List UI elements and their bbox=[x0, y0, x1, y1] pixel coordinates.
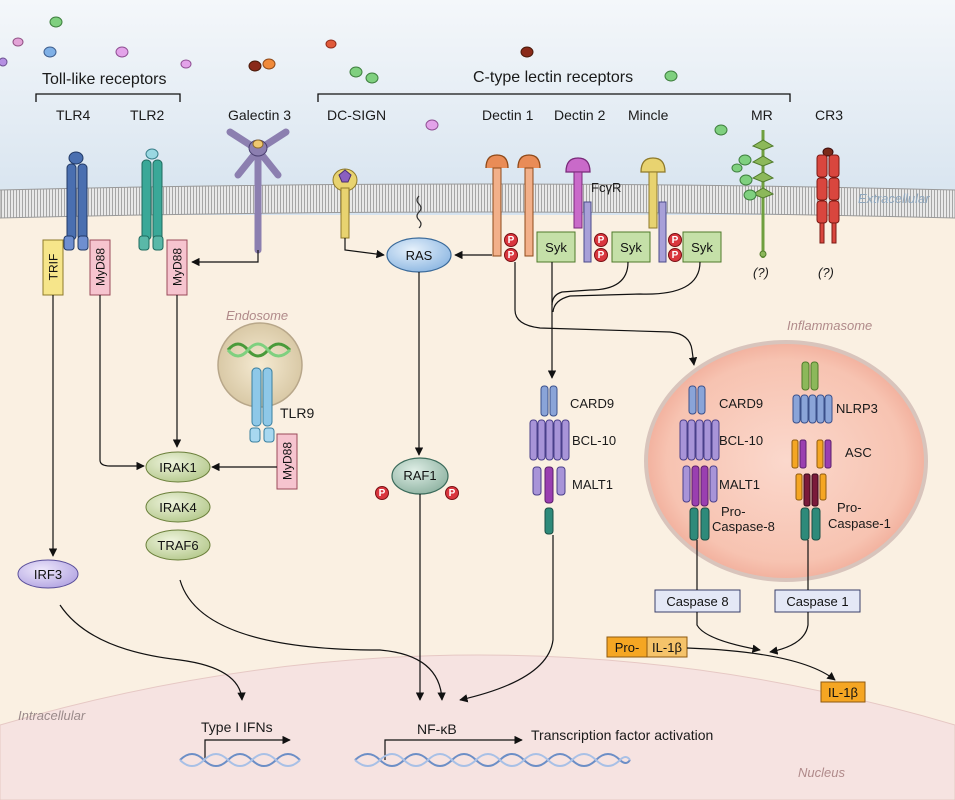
phospho-badge: P bbox=[594, 248, 608, 262]
irak1-label: IRAK1 bbox=[159, 459, 197, 475]
dectin1-receptor bbox=[485, 154, 541, 257]
mincle-label: Mincle bbox=[628, 107, 669, 123]
endosome bbox=[217, 322, 303, 443]
phospho-badge: P bbox=[594, 233, 608, 247]
inflammasome-card9-label: CARD9 bbox=[719, 396, 764, 411]
intracellular-label: Intracellular bbox=[18, 708, 86, 723]
inflammasome-card9-graphic bbox=[679, 385, 720, 541]
syk-label-3: Syk bbox=[691, 239, 713, 255]
mincle-receptor bbox=[640, 157, 667, 263]
inflammasome-body bbox=[644, 340, 928, 582]
syk-label-1: Syk bbox=[545, 239, 567, 255]
galectin3-receptor bbox=[226, 128, 290, 254]
inflammasome-malt1-label: MALT1 bbox=[719, 477, 760, 492]
trif-label: TRIF bbox=[46, 253, 61, 281]
tlr-bracket bbox=[35, 93, 181, 102]
galectin3-label: Galectin 3 bbox=[228, 107, 292, 123]
irak4-label: IRAK4 bbox=[159, 499, 197, 515]
syk-box-1 bbox=[536, 231, 576, 263]
pro-caspase8-label-line1: Pro- bbox=[721, 504, 746, 519]
myd88-tlr4-label: MyD88 bbox=[93, 248, 108, 287]
phospho-badge: P bbox=[375, 486, 389, 500]
clr-group-label: C-type lectin receptors bbox=[473, 69, 634, 86]
irf3-shape bbox=[17, 559, 79, 589]
caspase1-label: Caspase 1 bbox=[786, 593, 849, 609]
syk-box-2 bbox=[611, 231, 651, 263]
dc-sign-receptor bbox=[332, 168, 358, 239]
pro-caspase8-label-line2: Caspase-8 bbox=[712, 519, 775, 534]
pro-caspase1-label-line1: Pro- bbox=[837, 500, 862, 515]
dectin1-label: Dectin 1 bbox=[482, 107, 534, 123]
irak1-shape bbox=[145, 451, 211, 483]
tlr-group-label: Toll-like receptors bbox=[42, 71, 167, 88]
raf1-label: RAF1 bbox=[403, 467, 437, 483]
mr-label: MR bbox=[751, 107, 773, 123]
tlr2-label: TLR2 bbox=[130, 107, 165, 123]
inflammasome-label: Inflammasome bbox=[787, 318, 873, 333]
inflammasome-bcl10-label: BCL-10 bbox=[719, 433, 764, 448]
pro-caspase1-label-line2: Caspase-1 bbox=[828, 516, 891, 531]
fcgr-label: FcγR bbox=[591, 180, 622, 195]
syk-box-3 bbox=[682, 231, 722, 263]
type1-ifns-label: Type I IFNs bbox=[201, 719, 273, 735]
phospho-badge: P bbox=[504, 233, 518, 247]
ras-label: RAS bbox=[405, 247, 433, 263]
dna-helices bbox=[179, 753, 631, 767]
phospho-badge: P bbox=[668, 233, 682, 247]
phospho-badge: P bbox=[668, 248, 682, 262]
myd88-tlr9-box bbox=[276, 433, 298, 490]
dectin2-receptor bbox=[565, 157, 592, 263]
dc-sign-label: DC-SIGN bbox=[327, 107, 387, 123]
nucleus-label: Nucleus bbox=[798, 765, 845, 780]
inflammasome-nlrp3-graphic bbox=[791, 361, 833, 541]
cr3-unknown-mark: (?) bbox=[818, 265, 834, 280]
endosome-label: Endosome bbox=[226, 308, 289, 323]
card9-label: CARD9 bbox=[570, 396, 615, 411]
syk-label-2: Syk bbox=[620, 239, 642, 255]
caspase8-label: Caspase 8 bbox=[666, 593, 729, 609]
cr3-label: CR3 bbox=[815, 107, 844, 123]
dectin2-label: Dectin 2 bbox=[554, 107, 606, 123]
card9-complex-graphic bbox=[529, 385, 570, 535]
irf3-label: IRF3 bbox=[33, 566, 63, 582]
il1b-mature-box bbox=[820, 681, 866, 703]
phospho-badge: P bbox=[504, 248, 518, 262]
myd88-tlr2-label: MyD88 bbox=[170, 248, 185, 287]
extracellular-label: Extracellular bbox=[858, 191, 930, 206]
traf6-label: TRAF6 bbox=[157, 537, 199, 553]
phospho-badge: P bbox=[445, 486, 459, 500]
ligand-particles bbox=[0, 16, 728, 136]
mr-receptor bbox=[731, 130, 775, 258]
irak4-shape bbox=[145, 491, 211, 523]
signaling-arrows bbox=[48, 238, 836, 762]
malt1-label: MALT1 bbox=[572, 477, 613, 492]
cr3-receptor bbox=[816, 147, 840, 244]
caspase1-box bbox=[774, 589, 861, 613]
tlr4-label: TLR4 bbox=[56, 107, 91, 123]
asc-label: ASC bbox=[845, 445, 872, 460]
nfkb-label: NF-κB bbox=[417, 721, 457, 737]
myd88-tlr9-label: MyD88 bbox=[280, 442, 295, 481]
plasma-membrane bbox=[0, 183, 955, 219]
il1b-mature-label: IL-1β bbox=[828, 684, 858, 700]
traf6-shape bbox=[145, 529, 211, 561]
tf-activation-label: Transcription factor activation bbox=[531, 727, 714, 743]
clr-bracket bbox=[317, 93, 791, 102]
pro-il1b-label: IL-1β bbox=[652, 639, 682, 655]
mr-unknown-mark: (?) bbox=[753, 265, 769, 280]
bcl10-label: BCL-10 bbox=[572, 433, 617, 448]
pro-il1b-box bbox=[646, 636, 688, 658]
tlr9-label: TLR9 bbox=[280, 405, 315, 421]
pro-label: Pro- bbox=[614, 639, 640, 655]
nlrp3-label: NLRP3 bbox=[836, 401, 878, 416]
tlr4-receptor bbox=[63, 151, 89, 251]
tlr2-receptor bbox=[138, 148, 164, 251]
